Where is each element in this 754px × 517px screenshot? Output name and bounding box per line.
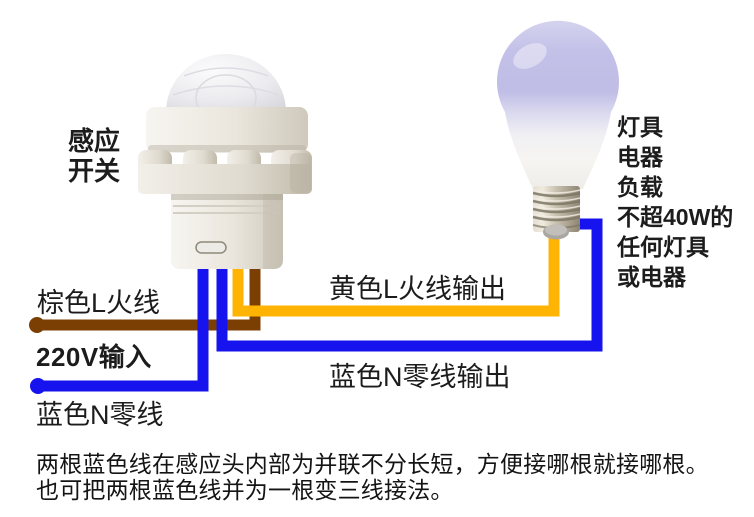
bulb-device — [497, 20, 620, 240]
input-live-label: 棕色L火线 — [37, 288, 161, 318]
collar-shadow — [148, 145, 306, 152]
dome-facet-line — [183, 67, 269, 77]
footnote: 两根蓝色线在感应头内部为并联不分长短，方便接哪根就接哪根。 也可把两根蓝色线并为… — [36, 451, 709, 503]
bulb-glass — [497, 20, 620, 189]
footnote-line1: 两根蓝色线在感应头内部为并联不分长短，方便接哪根就接哪根。 — [36, 451, 709, 477]
load-note-line: 电器 — [617, 144, 663, 170]
sensor-lock-ring — [138, 150, 312, 194]
body-top-shadow — [171, 194, 283, 200]
input-voltage-label: 220V输入 — [36, 342, 152, 372]
sensor-dome — [166, 54, 286, 112]
wire-live-output — [232, 238, 560, 317]
wire-neutral-input-endpoint — [30, 378, 46, 394]
sensor-collar — [146, 107, 308, 153]
sensor-label-line2: 开关 — [67, 156, 120, 186]
output-live-label: 黄色L火线输出 — [329, 274, 507, 304]
load-note: 灯具 电器 负载 不超40W的 任何灯具 或电器 — [617, 112, 733, 292]
footnote-line2: 也可把两根蓝色线并为一根变三线接法。 — [36, 477, 454, 503]
wire-live-input-endpoint — [29, 317, 45, 333]
load-note-line: 灯具 — [617, 114, 663, 140]
sensor-device — [138, 54, 312, 269]
body-side-shadow — [263, 194, 283, 269]
wire-neutral-input — [38, 262, 209, 392]
ring-shadow — [290, 153, 311, 193]
output-neutral-label: 蓝色N零线输出 — [329, 362, 511, 392]
glass-highlight — [513, 43, 547, 69]
load-note-line: 或电器 — [617, 264, 686, 290]
sensor-label-line1: 感应 — [67, 126, 120, 156]
dome-facet-line — [172, 85, 280, 96]
load-note-line: 不超40W的 — [617, 204, 734, 230]
input-neutral-label: 蓝色N零线 — [36, 400, 164, 430]
wire-neutral-output — [216, 218, 603, 352]
load-note-line: 任何灯具 — [617, 234, 709, 260]
load-note-line: 负载 — [617, 174, 663, 200]
sensor-slot — [195, 241, 227, 254]
sensor-label: 感应 开关 — [62, 126, 126, 186]
bulb-tip-highlight — [545, 224, 567, 236]
wire-live-input — [37, 262, 261, 331]
